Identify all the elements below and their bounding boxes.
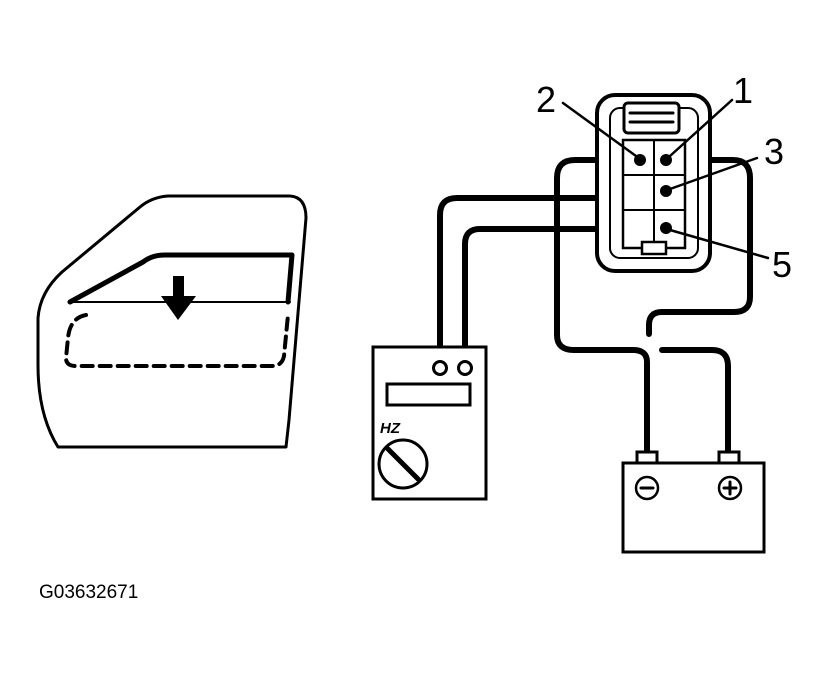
door-illustration bbox=[36, 194, 308, 449]
wire-meter-to-pin-5 bbox=[462, 225, 669, 367]
connector-latch bbox=[622, 101, 681, 135]
frequency-meter: HZ bbox=[371, 345, 488, 501]
figure-reference-code: G03632671 bbox=[39, 582, 138, 603]
terminal-pin-1 bbox=[660, 154, 672, 166]
wiring bbox=[437, 157, 753, 464]
door-glass-dashed-outline bbox=[64, 313, 290, 368]
connector-key bbox=[640, 240, 668, 256]
pin-1-label: 1 bbox=[733, 70, 753, 111]
meter-probe-jack-left bbox=[432, 360, 448, 376]
door-window-frame bbox=[67, 252, 295, 305]
leader-pin-2 bbox=[561, 101, 638, 158]
terminal-pin-5 bbox=[660, 222, 672, 234]
leader-pin-1 bbox=[668, 98, 734, 158]
wire-battery-negative-to-pin-2 bbox=[554, 157, 650, 464]
terminal-pin-3 bbox=[660, 185, 672, 197]
pin-leader-lines bbox=[561, 98, 770, 260]
terminal-pin-2 bbox=[634, 154, 646, 166]
meter-probe-jack-right bbox=[457, 360, 473, 376]
plus-icon bbox=[717, 475, 743, 501]
leader-pin-5 bbox=[668, 228, 770, 260]
meter-selector-dial-icon bbox=[377, 438, 429, 490]
meter-mode-label: HZ bbox=[380, 420, 401, 437]
wire-battery-positive-lead bbox=[659, 347, 731, 464]
leader-pin-3 bbox=[668, 156, 759, 191]
switch-connector bbox=[595, 93, 712, 273]
pin-5-label: 5 bbox=[772, 244, 792, 285]
wire-meter-to-pin-3 bbox=[437, 188, 669, 367]
minus-icon bbox=[634, 475, 660, 501]
wire-battery-positive-to-pin-1 bbox=[646, 157, 753, 337]
door-outline bbox=[36, 194, 308, 449]
meter-display bbox=[385, 382, 472, 407]
pin-2-label: 2 bbox=[536, 79, 556, 120]
pin-3-label: 3 bbox=[764, 131, 784, 172]
battery bbox=[621, 450, 766, 554]
window-down-arrow-icon bbox=[161, 276, 196, 320]
